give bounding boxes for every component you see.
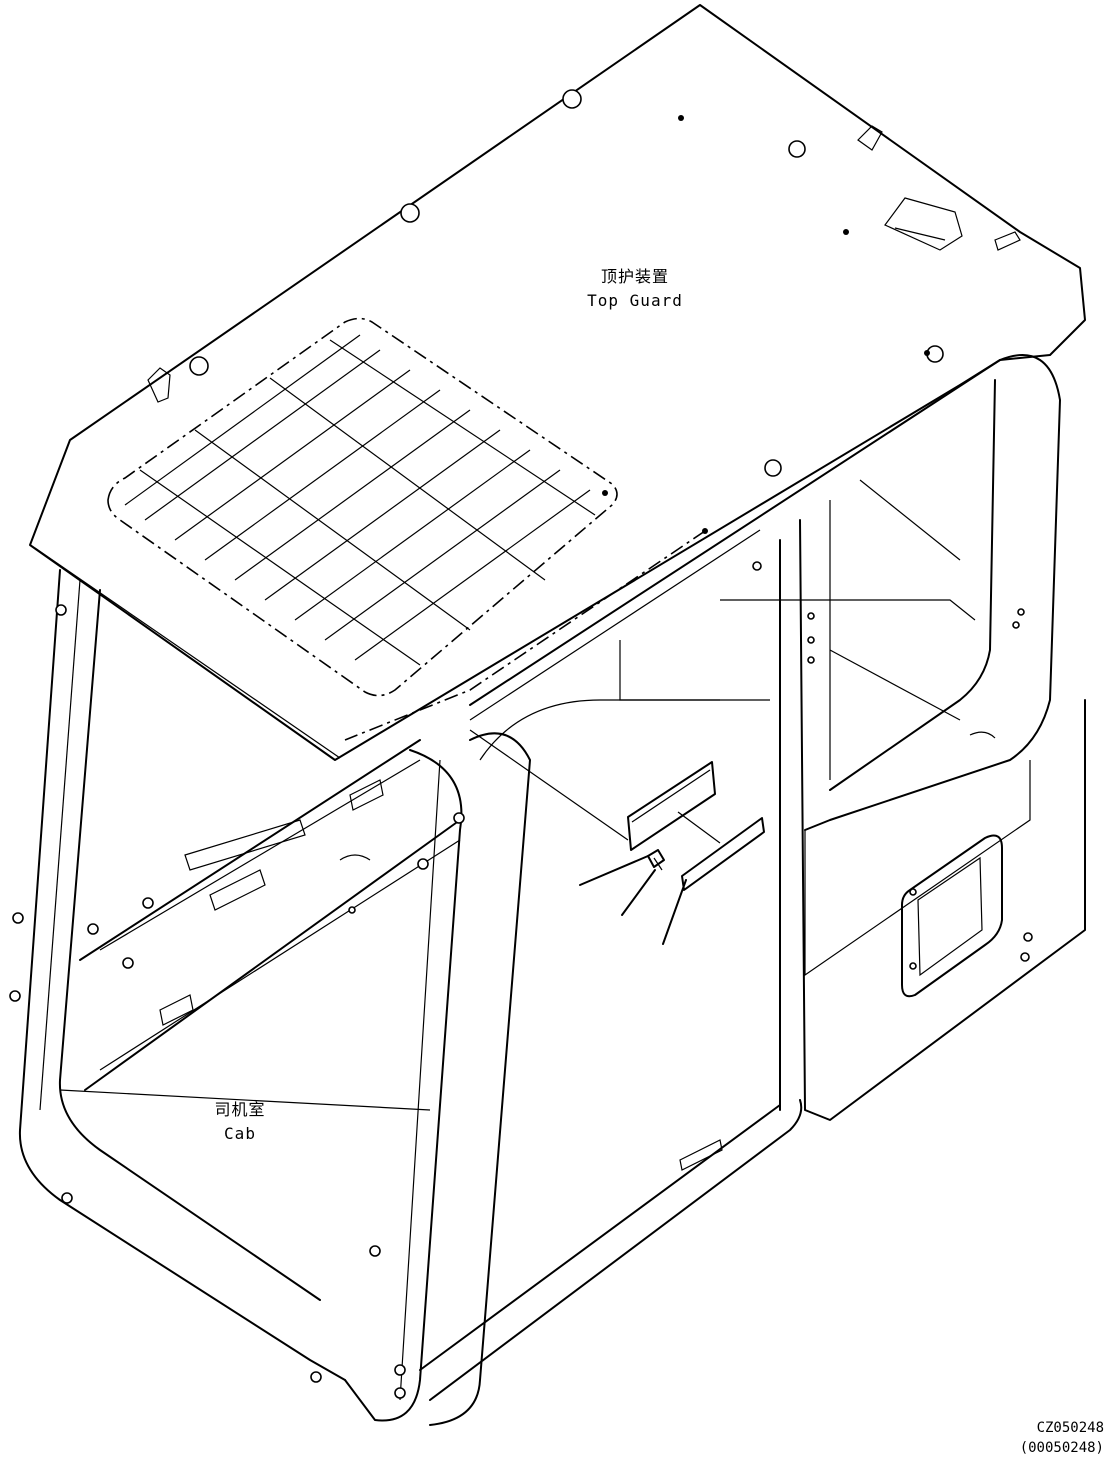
mesh-window <box>107 317 618 697</box>
top-guard-label-zh: 顶护装置 <box>600 267 669 286</box>
cab-frame <box>9 354 1086 1426</box>
figure-id: CZ050248 <box>1036 1420 1104 1436</box>
figure-ref: (00050248) <box>1019 1440 1104 1456</box>
cab-label-en: Cab <box>224 1124 256 1143</box>
top-guard-label: 顶护装置 Top Guard <box>560 265 710 313</box>
centerline <box>344 530 706 741</box>
label-plate-assembly <box>469 729 765 945</box>
cab-label: 司机室 Cab <box>180 1098 300 1146</box>
top-guard-label-en: Top Guard <box>587 291 683 310</box>
cab-label-zh: 司机室 <box>214 1100 266 1119</box>
top-guard-plate <box>29 4 1086 761</box>
figure-code: CZ050248 (00050248) <box>944 1418 1104 1458</box>
